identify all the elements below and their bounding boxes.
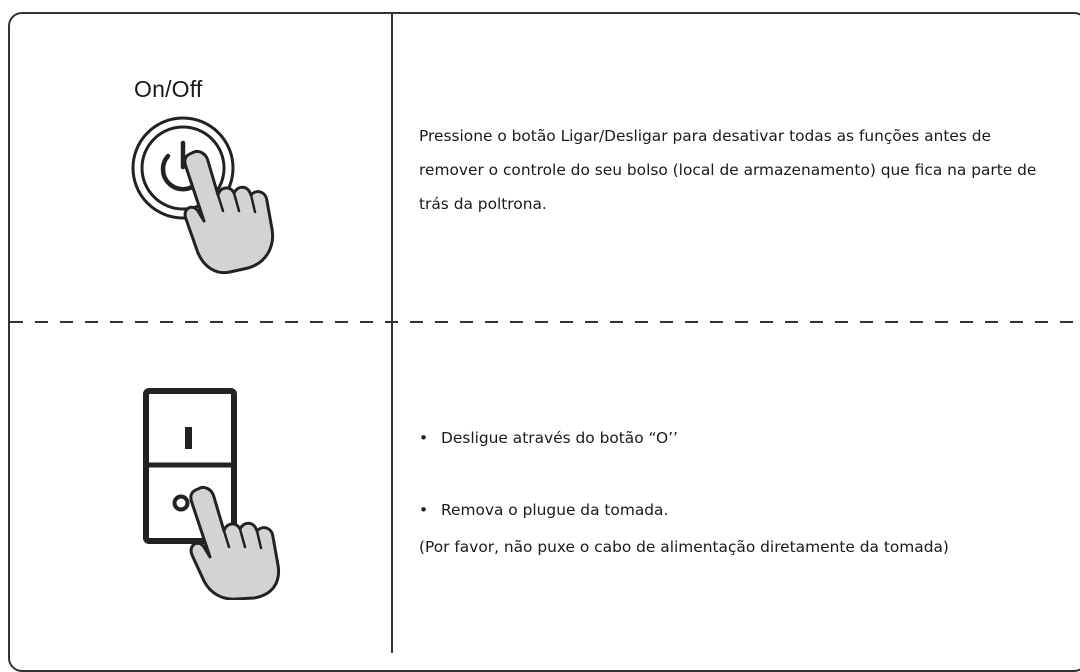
rocker-switch-illustration [143,388,281,600]
bullet-text: Desligue através do botão “O’’ [441,429,678,447]
bullet-glyph: • [419,501,429,519]
bullet-glyph: • [419,429,429,447]
row-divider-dashed [10,321,1080,323]
column-divider [391,13,393,653]
on-off-label: On/Off [134,76,203,102]
bullet-item-switch-off: • Desligue através do botão “O’’ [419,429,678,447]
pressing-hand-icon [189,485,281,600]
cable-warning-note: (Por favor, não puxe o cabo de alimentaç… [419,538,949,556]
pressing-hand-icon [183,149,275,275]
bullet-item-unplug: • Remova o plugue da tomada. [419,501,668,519]
bullet-text: Remova o plugue da tomada. [441,501,669,519]
power-button-illustration [131,116,275,275]
power-off-instruction: Pressione o botão Ligar/Desligar para de… [419,127,1037,213]
